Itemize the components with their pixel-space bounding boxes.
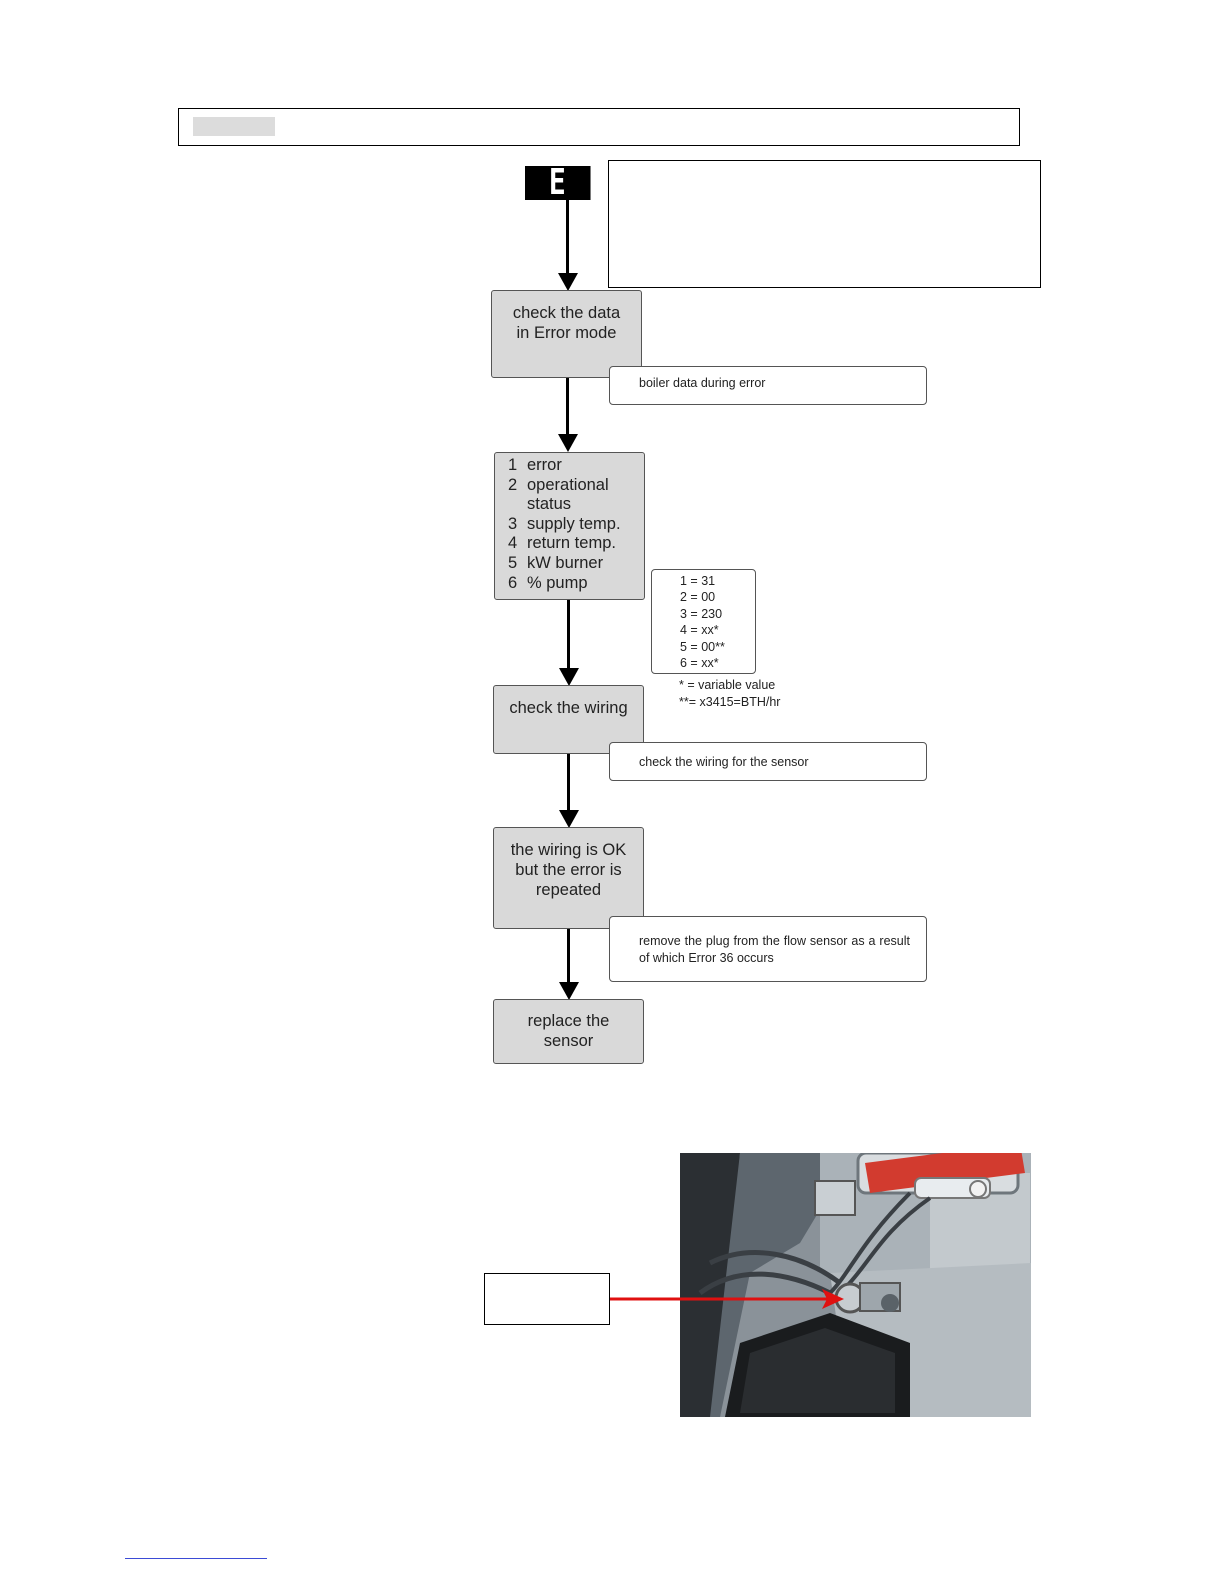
step-check-wiring-label: check the wiring bbox=[509, 699, 628, 717]
value-item: 4 = xx* bbox=[680, 623, 719, 638]
flow-arrow-1-head bbox=[558, 273, 578, 291]
note-remove-plug: remove the plug from the flow sensor as … bbox=[609, 916, 927, 982]
flow-arrow-3-head bbox=[559, 668, 579, 686]
step-replace-line1: replace the bbox=[527, 1012, 610, 1030]
step-wiring-ok-line3: repeated bbox=[535, 881, 602, 899]
step-replace-sensor: replace the sensor bbox=[493, 999, 644, 1064]
data-list-item: status bbox=[527, 495, 572, 514]
step-wiring-ok-line1: the wiring is OK bbox=[510, 841, 627, 859]
sensor-photo bbox=[680, 1153, 1031, 1417]
value-item: 5 = 00** bbox=[680, 639, 725, 654]
note-boiler-data: boiler data during error bbox=[609, 366, 927, 405]
flow-arrow-2-head bbox=[558, 434, 578, 452]
error-code-display: E 31 bbox=[525, 166, 591, 200]
flow-arrow-5-line bbox=[567, 929, 570, 983]
value-item: 6 = xx* bbox=[680, 656, 719, 671]
data-list-item: 6% pump bbox=[508, 573, 588, 592]
footnote-variable: * = variable value bbox=[679, 678, 776, 692]
value-item: 3 = 230 bbox=[680, 606, 723, 621]
note-check-wiring: check the wiring for the sensor bbox=[609, 742, 927, 781]
footer-link-underline bbox=[125, 1558, 267, 1559]
flow-arrow-3-line bbox=[567, 600, 570, 669]
value-item: 1 = 31 bbox=[680, 574, 716, 588]
step-check-wiring: check the wiring bbox=[493, 685, 644, 754]
photo-label-box bbox=[484, 1273, 610, 1325]
flow-arrow-4-head bbox=[559, 810, 579, 828]
step-wiring-ok: the wiring is OK but the error is repeat… bbox=[493, 827, 644, 929]
footnote-conversion: **= x3415=BTH/hr bbox=[679, 695, 781, 709]
error-description-box bbox=[608, 160, 1041, 288]
values-box: 1 = 31 2 = 00 3 = 230 4 = xx* 5 = 00** 6… bbox=[651, 569, 756, 674]
flow-arrow-2-line bbox=[566, 378, 569, 435]
pointer-arrow bbox=[610, 1289, 844, 1309]
step-check-data-line1: check the data bbox=[512, 304, 621, 322]
step-wiring-ok-line2: but the error is bbox=[515, 861, 622, 879]
step-check-data: check the data in Error mode bbox=[491, 290, 642, 378]
step-replace-line2: sensor bbox=[543, 1032, 594, 1050]
flow-arrow-4-line bbox=[567, 754, 570, 811]
header-bar bbox=[178, 108, 1020, 146]
flow-arrow-5-head bbox=[559, 982, 579, 1000]
step-check-data-line2: in Error mode bbox=[516, 324, 617, 342]
header-redacted-highlight bbox=[193, 117, 275, 136]
flow-arrow-1-line bbox=[566, 200, 569, 274]
value-item: 2 = 00 bbox=[680, 590, 716, 605]
sensor-photo-illustration bbox=[680, 1153, 1031, 1417]
